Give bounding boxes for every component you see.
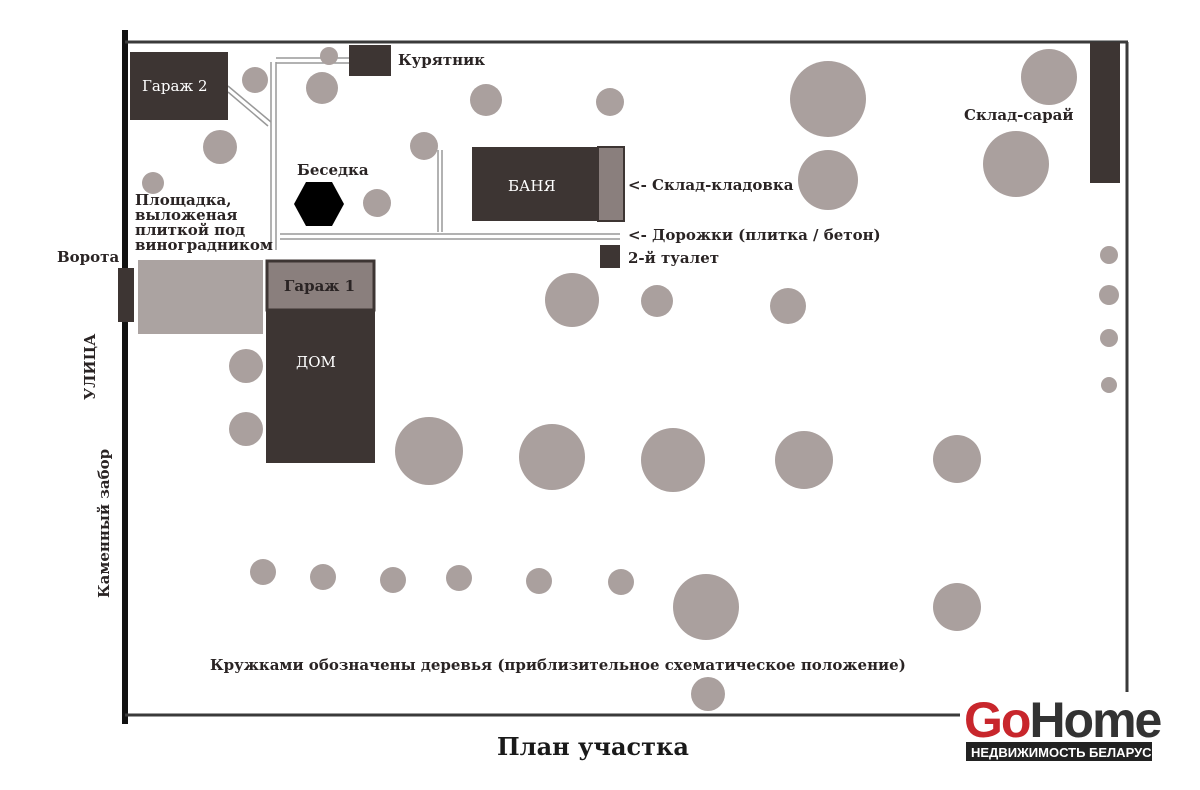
fence-label: Каменный забор	[95, 449, 113, 598]
tree	[250, 559, 276, 585]
tree	[770, 288, 806, 324]
tree	[306, 72, 338, 104]
patio-label-2: выложеная	[135, 206, 238, 224]
tree	[229, 412, 263, 446]
patio-label-1: Площадка,	[135, 191, 231, 209]
garage1-label: Гараж 1	[284, 277, 355, 295]
shed	[1090, 42, 1120, 183]
tree	[380, 567, 406, 593]
patio-label-3: плиткой под	[135, 221, 245, 239]
tree	[229, 349, 263, 383]
tree	[596, 88, 624, 116]
svg-text:НЕДВИЖИМОСТЬ БЕЛАРУСИ: НЕДВИЖИМОСТЬ БЕЛАРУСИ	[971, 745, 1161, 760]
shed-label: Склад-сарай	[964, 106, 1073, 124]
chicken-coop	[349, 45, 391, 76]
tree	[641, 428, 705, 492]
toilet	[600, 245, 620, 268]
tree	[395, 417, 463, 485]
toilet-label: 2-й туалет	[628, 249, 719, 267]
svg-text:GoHome: GoHome	[964, 692, 1162, 748]
storage-pantry	[597, 146, 625, 222]
tree	[1101, 377, 1117, 393]
trees-note: Кружками обозначены деревья (приблизител…	[210, 656, 906, 674]
house	[266, 310, 375, 463]
tree	[673, 574, 739, 640]
tree	[310, 564, 336, 590]
tree	[1099, 285, 1119, 305]
gazebo	[294, 182, 344, 226]
tree	[798, 150, 858, 210]
patio	[138, 260, 263, 334]
tree	[142, 172, 164, 194]
tree	[790, 61, 866, 137]
tree	[519, 424, 585, 490]
tree	[691, 677, 725, 711]
tree	[1021, 49, 1077, 105]
tree	[242, 67, 268, 93]
tree	[203, 130, 237, 164]
tree	[775, 431, 833, 489]
patio-label-4: виноградником	[135, 236, 273, 254]
gazebo-label: Беседка	[297, 161, 369, 179]
tree	[933, 435, 981, 483]
tree	[320, 47, 338, 65]
tree	[446, 565, 472, 591]
tree	[641, 285, 673, 317]
street-label: УЛИЦА	[81, 333, 99, 400]
gohome-logo: GoHome НЕДВИЖИМОСТЬ БЕЛАРУСИ	[960, 692, 1164, 761]
tree	[1100, 329, 1118, 347]
tree	[608, 569, 634, 595]
gate	[118, 268, 134, 322]
walkways	[227, 57, 620, 250]
tree	[363, 189, 391, 217]
garage-1	[265, 259, 376, 312]
tree	[983, 131, 1049, 197]
banya	[472, 147, 598, 221]
storage-label: <- Склад-кладовка	[628, 176, 794, 194]
gate-label: Ворота	[57, 248, 119, 266]
coop-label: Курятник	[398, 51, 485, 69]
house-label: ДОМ	[296, 353, 336, 371]
paths-label: <- Дорожки (плитка / бетон)	[628, 226, 881, 244]
tree	[526, 568, 552, 594]
tree	[545, 273, 599, 327]
garage2-label: Гараж 2	[142, 77, 208, 95]
garage-2	[130, 52, 228, 120]
tree	[1100, 246, 1118, 264]
tree	[410, 132, 438, 160]
plan-title: План участка	[497, 732, 689, 761]
tree	[470, 84, 502, 116]
banya-label: БАНЯ	[508, 177, 556, 195]
tree	[933, 583, 981, 631]
